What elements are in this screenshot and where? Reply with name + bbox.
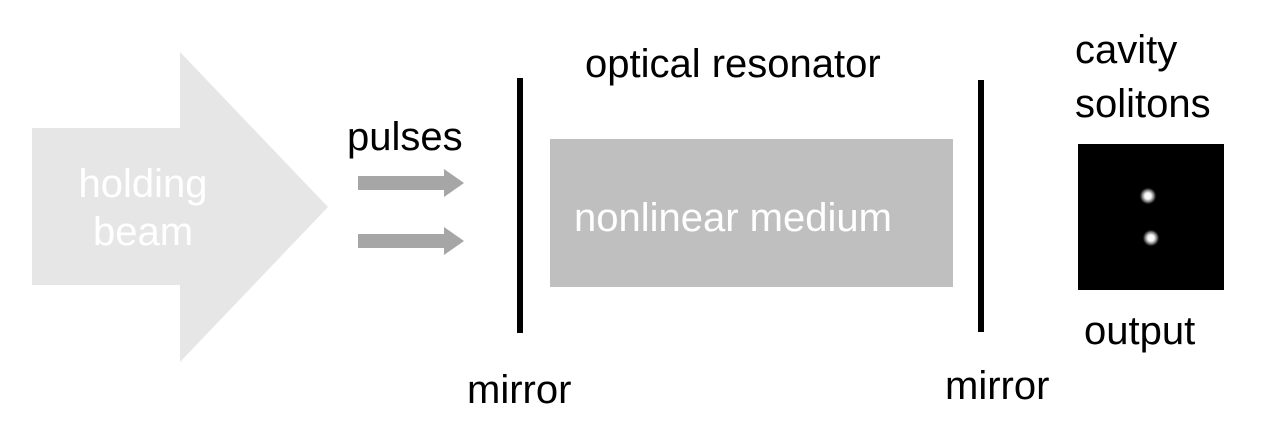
right-mirror: [978, 80, 984, 332]
solitons-label: solitons: [1075, 82, 1211, 126]
holding-beam-label: holding beam: [43, 160, 243, 256]
output-image: [1078, 144, 1224, 290]
output-label: output: [1084, 309, 1196, 353]
holding-beam-label-line2: beam: [92, 210, 194, 254]
optical-resonator-label: optical resonator: [585, 42, 881, 86]
pulse-arrow: [358, 227, 464, 255]
cavity-label: cavity: [1075, 28, 1178, 72]
holding-beam-label-line1: holding: [78, 162, 208, 206]
soliton-spot: [1139, 187, 1157, 205]
nonlinear-medium-label: nonlinear medium: [574, 196, 892, 240]
pulses-label: pulses: [347, 115, 463, 159]
nonlinear-medium-block: [550, 139, 953, 287]
left-mirror: [517, 78, 523, 333]
holding-beam-arrow: [32, 52, 328, 362]
mirror-label-right: mirror: [945, 364, 1050, 408]
pulse-arrow: [358, 169, 464, 197]
mirror-label-left: mirror: [467, 368, 572, 412]
soliton-spot: [1142, 229, 1160, 247]
